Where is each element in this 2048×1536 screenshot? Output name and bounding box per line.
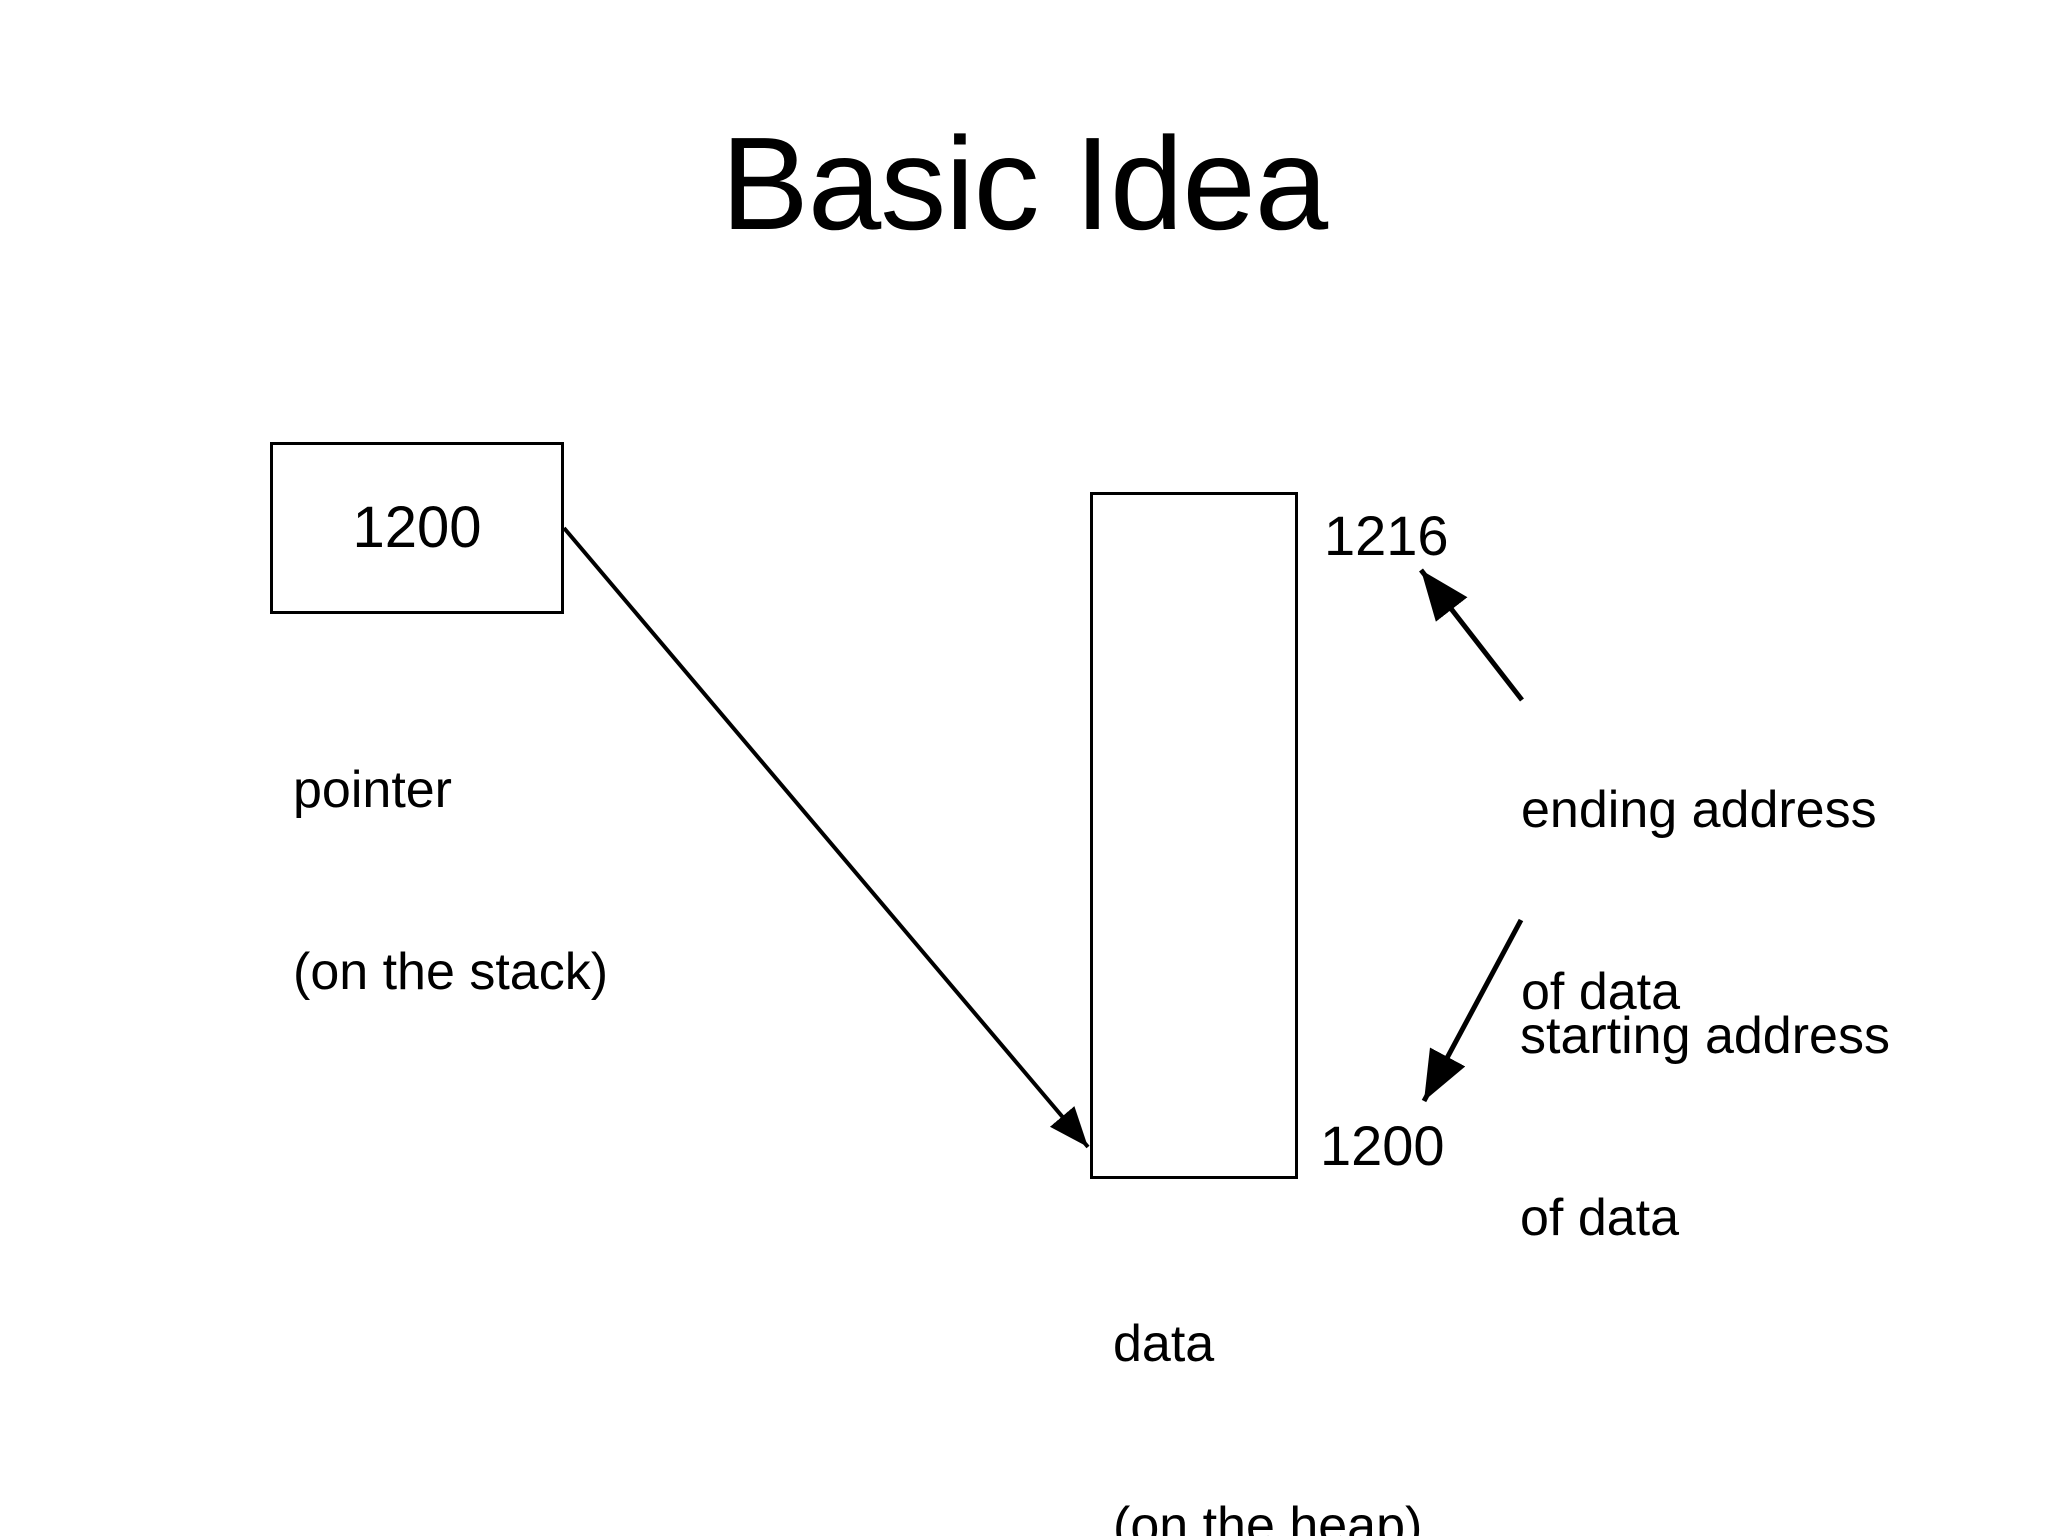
pointer-caption: pointer (on the stack) [293, 638, 608, 1125]
data-caption-line2: (on the heap) [1113, 1497, 1423, 1536]
pointer-box: 1200 [270, 442, 564, 614]
arrow-ending-address [1419, 568, 1524, 702]
ending-address-caption-line1: ending address [1521, 780, 1877, 839]
starting-address-caption-line2: of data [1520, 1189, 1680, 1248]
arrow-starting-address [1421, 918, 1524, 1103]
starting-address-caption: starting address of data [1520, 884, 1890, 1371]
ending-address-value: 1216 [1324, 504, 1449, 567]
data-caption-line1: data [1113, 1314, 1215, 1373]
pointer-caption-line1: pointer [293, 760, 452, 819]
arrow-pointer-to-data [562, 526, 1090, 1149]
starting-address-value: 1200 [1320, 1114, 1445, 1177]
ending-address-caption-line2: of data [1521, 963, 1681, 1022]
data-box [1090, 492, 1298, 1179]
pointer-caption-line2: (on the stack) [293, 943, 609, 1002]
pointer-value: 1200 [352, 495, 482, 560]
ending-address-caption: ending address of data [1521, 658, 1877, 1145]
page-title: Basic Idea [720, 110, 1328, 257]
starting-address-caption-line1: starting address [1520, 1006, 1890, 1065]
data-caption: data (on the heap) [1113, 1192, 1422, 1536]
